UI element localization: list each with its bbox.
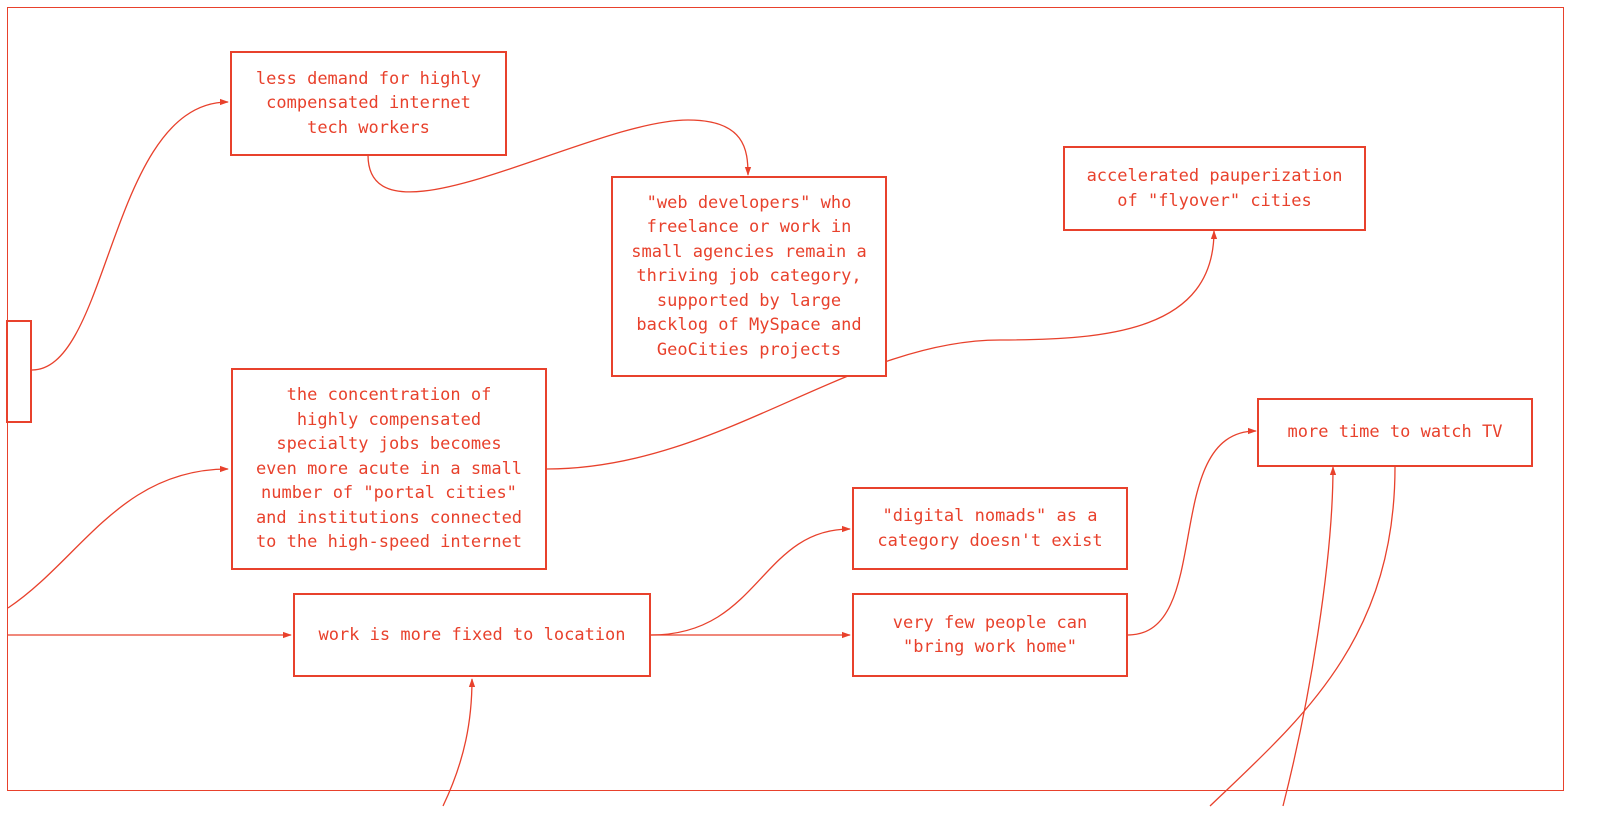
- arrow-edge-to-concentration: [7, 465, 229, 609]
- arrow-fixed-location-to-digital-nomads: [650, 525, 851, 636]
- arrow-less-demand-to-web-developers: [367, 119, 752, 193]
- arrow-concentration-to-pauperization: [546, 230, 1218, 470]
- arrow-stub-to-less-demand: [31, 98, 229, 371]
- line-more-tv-to-bottom: [1209, 466, 1396, 807]
- arrow-bottom-to-more-tv: [1282, 466, 1337, 807]
- node-web-developers: "web developers" who freelance or work i…: [611, 176, 887, 377]
- node-more-tv: more time to watch TV: [1257, 398, 1533, 467]
- node-digital-nomads: "digital nomads" as a category doesn't e…: [852, 487, 1128, 570]
- node-bring-work-home: very few people can "bring work home": [852, 593, 1128, 677]
- node-pauperization: accelerated pauperization of "flyover" c…: [1063, 146, 1366, 231]
- arrow-bring-work-home-to-more-tv: [1127, 427, 1257, 636]
- node-concentration: the concentration of highly compensated …: [231, 368, 547, 570]
- node-less-demand: less demand for highly compensated inter…: [230, 51, 507, 156]
- arrow-bottom-to-fixed-location: [442, 678, 476, 807]
- node-fixed-location: work is more fixed to location: [293, 593, 651, 677]
- offscreen-node-stub: [6, 320, 32, 423]
